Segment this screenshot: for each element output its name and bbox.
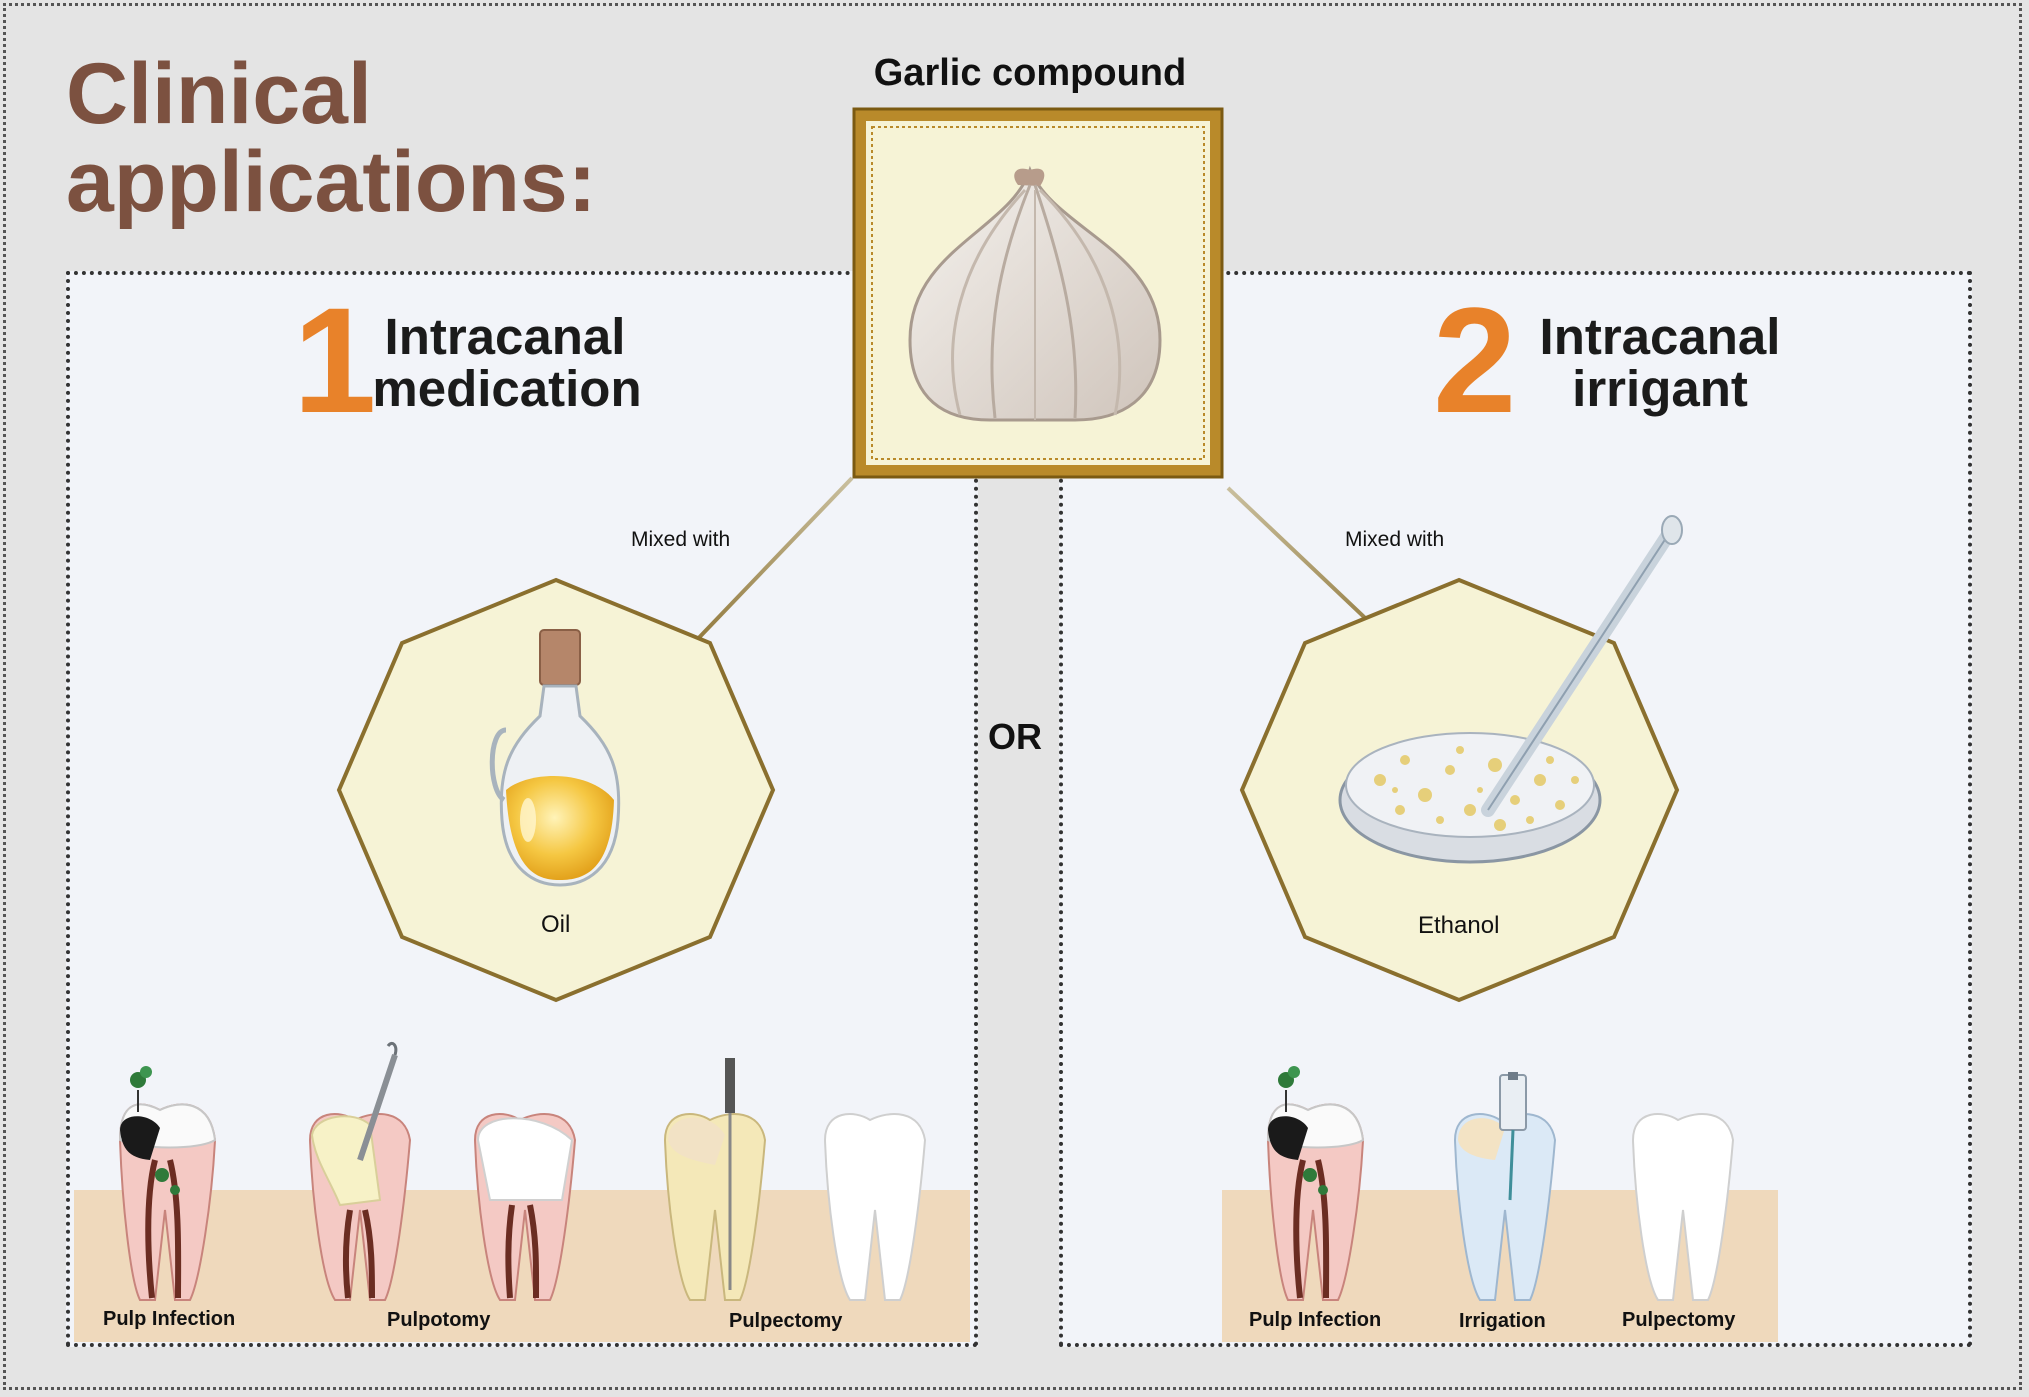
section1-title-line2: medication (372, 360, 642, 417)
label-pulpotomy: Pulpotomy (387, 1309, 491, 1331)
syringe-icon (1499, 1072, 1527, 1201)
or-label: OR (988, 716, 1042, 757)
garlic-compound-label: Garlic compound (873, 52, 1187, 94)
center-gap (978, 478, 1059, 1347)
label-irrigation: Irrigation (1459, 1310, 1546, 1332)
tooth-pulp-infection-left (118, 1103, 217, 1301)
label-pulp-infection-left: Pulp Infection (103, 1308, 236, 1330)
label-pulp-infection-right: Pulp Infection (1249, 1309, 1382, 1331)
section1-mixed-label: Mixed with (631, 528, 731, 551)
section1-title-line1: Intracanal (384, 308, 626, 365)
tooth-irrigation (1453, 1113, 1557, 1301)
tooth-pulpotomy-2 (473, 1113, 577, 1301)
bacteria-icon (130, 1066, 152, 1112)
section1-number: 1 (293, 276, 377, 444)
heading-line1: Clinical (66, 46, 372, 142)
oil-label: Oil (541, 911, 571, 938)
heading-line2: applications: (66, 134, 597, 230)
section2-mixed-label: Mixed with (1345, 528, 1445, 551)
tooth-pulpectomy-2 (823, 1113, 927, 1301)
section2-number: 2 (1433, 276, 1517, 444)
section2-title-line1: Intracanal (1539, 308, 1781, 365)
dental-file-icon (725, 1058, 735, 1290)
garlic-icon (908, 165, 1162, 422)
dental-explorer-icon (357, 1041, 398, 1161)
oil-bottle-icon (489, 629, 621, 887)
bacteria-icon-right (1278, 1066, 1300, 1112)
tooth-pulpectomy-right (1631, 1113, 1735, 1301)
label-pulpectomy-right: Pulpectomy (1622, 1309, 1736, 1331)
tooth-pulpotomy-1 (308, 1113, 412, 1301)
pipette-icon (1481, 515, 1683, 817)
ethanol-label: Ethanol (1418, 912, 1500, 939)
tooth-pulpectomy-1 (663, 1113, 767, 1301)
petri-dish-icon (1338, 732, 1602, 864)
tooth-pulp-infection-right (1266, 1103, 1365, 1301)
label-pulpectomy-left: Pulpectomy (729, 1310, 843, 1332)
section2-title-line2: irrigant (1572, 360, 1748, 417)
